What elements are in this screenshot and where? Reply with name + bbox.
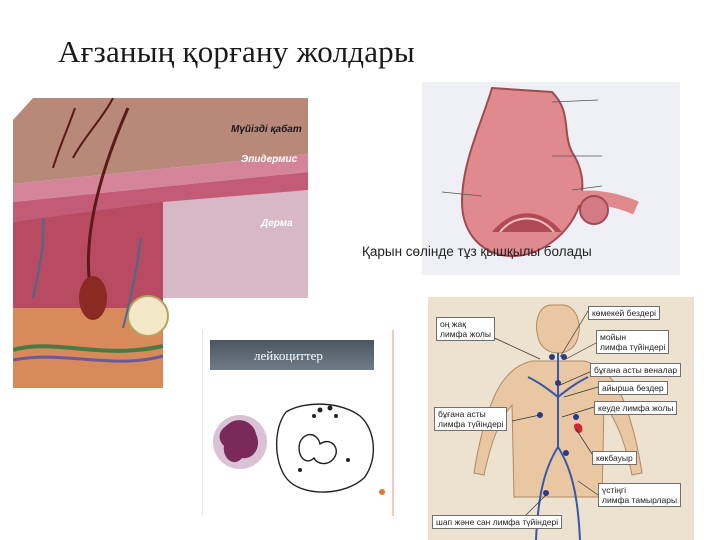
thoracic-duct-label: кеуде лимфа жолы — [594, 401, 678, 415]
stomach-image — [422, 82, 680, 275]
right-lymph-duct-label: оң жақ лимфа жолы — [436, 317, 495, 341]
subclavian-lymph-nodes-label: бұғана асты лимфа түйіндері — [434, 407, 508, 431]
inguinal-lymph-nodes-label: шап және сан лимфа түйіндері — [432, 515, 563, 529]
subclavian-veins-label: бұғана асты веналар — [590, 363, 682, 377]
thymus-glands-label: көмекей бездері — [588, 306, 660, 320]
neck-lymph-nodes-label: мойын лимфа түйіндері — [596, 330, 670, 354]
spleen-label: көкбауыр — [592, 451, 637, 465]
leukocyte-title: лейкоциттер — [254, 348, 323, 363]
epidermis-label: Эпидермис — [241, 154, 298, 165]
leukocytes-image: лейкоциттер — [202, 330, 400, 516]
lymphatic-system-image: көмекей бездері оң жақ лимфа жолы мойын … — [428, 297, 694, 540]
upper-lymph-vessels-label: үстіңгі лимфа тамырлары — [598, 483, 682, 507]
thymus-label: айырша бездер — [598, 381, 668, 395]
slide-title: Ағзаның қорғану жолдары — [58, 34, 415, 69]
horny-layer-label: Мүйізді қабат — [231, 124, 302, 135]
dermis-label: Дерма — [261, 218, 293, 229]
leukocyte-banner — [210, 340, 374, 370]
stomach-acid-caption: Қарын сөлінде тұз қышқылы болады — [362, 244, 592, 259]
